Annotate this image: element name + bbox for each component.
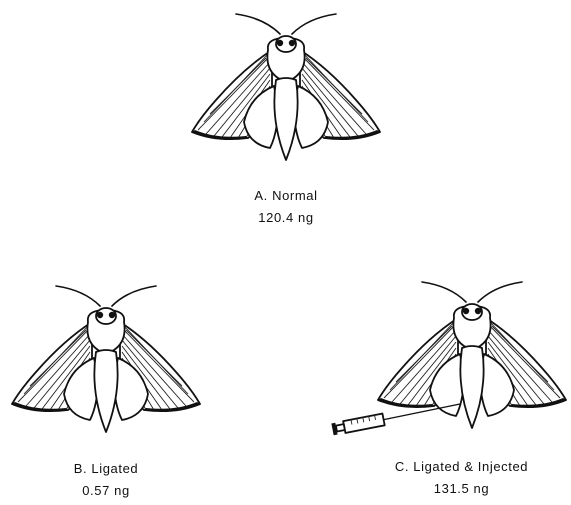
caption-c-value: 131.5 ng <box>352 478 571 500</box>
caption-a-label: A. Normal <box>186 185 386 207</box>
moth-b-illustration <box>6 282 206 447</box>
caption-b-value: 0.57 ng <box>6 480 206 502</box>
caption-c-label: C. Ligated & Injected <box>352 456 571 478</box>
moth-a-illustration <box>186 10 386 175</box>
caption-b-label: B. Ligated <box>6 458 206 480</box>
caption-a-value: 120.4 ng <box>186 207 386 229</box>
caption-a: A. Normal 120.4 ng <box>186 185 386 229</box>
caption-c: C. Ligated & Injected 131.5 ng <box>352 456 571 500</box>
syringe-icon <box>330 392 480 447</box>
caption-b: B. Ligated 0.57 ng <box>6 458 206 502</box>
